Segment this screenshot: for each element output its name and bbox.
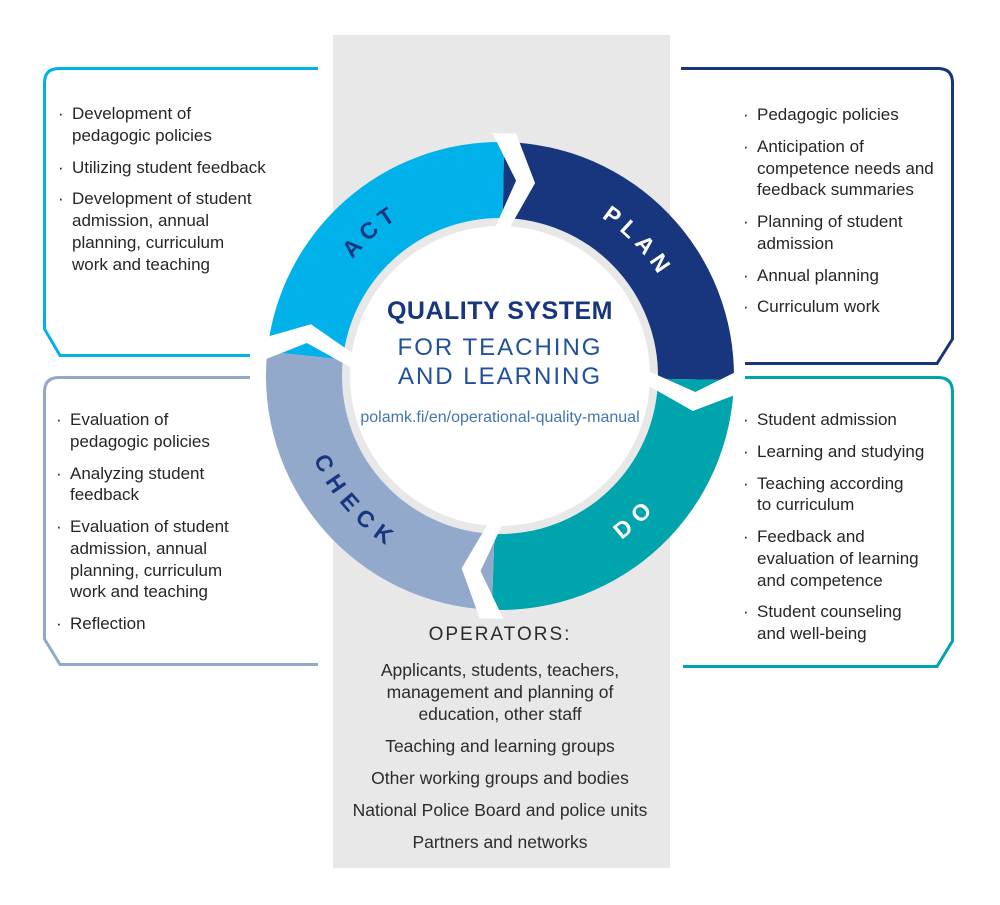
bullet-item: · Development of student admission, annua… (58, 188, 294, 275)
act-box-list: · Development of pedagogic policies · Utili… (58, 103, 294, 285)
bullet-dot: · (56, 614, 62, 633)
operators-group: Teaching and learning groups (385, 736, 615, 756)
bullet-dot: · (743, 265, 749, 285)
bullet-dot: · (56, 410, 62, 429)
bullet-item-text: Learning and studying (757, 441, 925, 461)
bullet-item: · Utilizing student feedback (58, 157, 294, 179)
bullet-item-text: Evaluation of pedagogic policies (70, 410, 210, 451)
bullet-item: · Annual planning (743, 265, 955, 287)
segment-plan (502, 142, 734, 381)
bullet-item: · Feedback and evaluation of learning and… (743, 526, 955, 591)
bullet-dot: · (56, 463, 62, 483)
page-title: QUALITY SYSTEM (386, 297, 613, 325)
bullet-dot: · (743, 105, 749, 124)
bullet-item-text: Development of student admission, annual… (72, 189, 252, 274)
bullet-dot: · (56, 517, 62, 536)
bullet-dot: · (743, 473, 749, 493)
bullet-item-text: Reflection (70, 614, 146, 633)
bullet-dot: · (743, 441, 749, 461)
bullet-dot: · (743, 297, 749, 317)
bullet-item: · Learning and studying (743, 441, 955, 463)
quality-manual-url: polamk.fi/en/operational-quality-manual (360, 409, 640, 426)
bullet-item: · Teaching according to curriculum (743, 473, 955, 517)
check-box-outline (43, 376, 318, 666)
bullet-item: · Reflection (56, 613, 292, 635)
bullet-item-text: Student counseling and well-being (757, 602, 902, 643)
gap-chevron-1 (648, 368, 743, 412)
gap-chevron-2 (461, 524, 504, 619)
operators-group: Applicants, students, teachers, manageme… (380, 660, 620, 724)
bullet-dot: · (743, 136, 749, 156)
segment-act (267, 142, 505, 360)
bullet-item: · Curriculum work (743, 296, 955, 318)
segment-do (491, 378, 734, 611)
gap-chevron-0 (492, 133, 536, 228)
bullet-item: · Planning of student admission (743, 211, 955, 255)
plan-box-outline (681, 67, 954, 365)
operators-groups: Applicants, students, teachers, manageme… (330, 659, 670, 853)
bullet-item-text: Curriculum work (757, 297, 880, 317)
segment-check (265, 351, 495, 610)
act-box-outline (43, 67, 318, 357)
operators-group: Partners and networks (412, 832, 588, 852)
do-box-list: · Student admission · Learning and studying… (743, 409, 955, 655)
operators-group: National Police Board and police units (352, 800, 648, 820)
bullet-item: · Pedagogic policies (743, 104, 955, 126)
bullet-item-text: Annual planning (757, 265, 879, 285)
bullet-dot: · (58, 157, 64, 177)
bullet-item-text: Feedback and evaluation of learning and … (757, 527, 919, 590)
bullet-item: · Development of pedagogic policies (58, 103, 294, 147)
bullet-item: · Analyzing student feedback (56, 463, 292, 507)
bullet-item-text: Teaching according to curriculum (757, 473, 904, 515)
bullet-dot: · (743, 602, 749, 622)
bullet-item-text: Planning of student admission (757, 212, 903, 253)
bullet-item: · Student admission (743, 409, 955, 431)
page-subtitle: FOR TEACHING AND LEARNING (397, 334, 603, 390)
bullet-item-text: Development of pedagogic policies (72, 104, 212, 145)
check-box-list: · Evaluation of pedagogic policies · Analyz… (56, 409, 292, 645)
bullet-item: · Evaluation of pedagogic policies (56, 409, 292, 453)
bullet-item: · Anticipation of competence needs and fe… (743, 136, 955, 201)
bullet-dot: · (58, 104, 64, 123)
bullet-dot: · (743, 212, 749, 231)
gap-chevron-3 (257, 324, 353, 368)
do-box-outline (683, 376, 954, 668)
bullet-dot: · (743, 410, 749, 429)
center-circle (350, 226, 650, 526)
center-text: QUALITY SYSTEM FOR TEACHING AND LEARNING… (340, 297, 660, 427)
bullet-item-text: Anticipation of competence needs and fee… (757, 136, 934, 200)
bullet-item-text: Student admission (757, 410, 897, 429)
bullet-item: · Evaluation of student admission, annual… (56, 516, 292, 603)
bullet-item-text: Analyzing student feedback (70, 463, 205, 505)
plan-box-list: · Pedagogic policies · Anticipation of comp… (743, 104, 955, 328)
bullet-dot: · (743, 527, 749, 546)
bullet-item-text: Utilizing student feedback (72, 157, 266, 177)
operators-section: OPERATORS: Applicants, students, teacher… (330, 624, 670, 863)
bullet-item-text: Pedagogic policies (757, 105, 899, 124)
bullet-item-text: Evaluation of student admission, annual … (70, 517, 229, 602)
operators-group: Other working groups and bodies (371, 768, 629, 788)
bullet-item: · Student counseling and well-being (743, 601, 955, 645)
operators-heading: OPERATORS: (428, 624, 572, 645)
bullet-dot: · (58, 189, 64, 209)
